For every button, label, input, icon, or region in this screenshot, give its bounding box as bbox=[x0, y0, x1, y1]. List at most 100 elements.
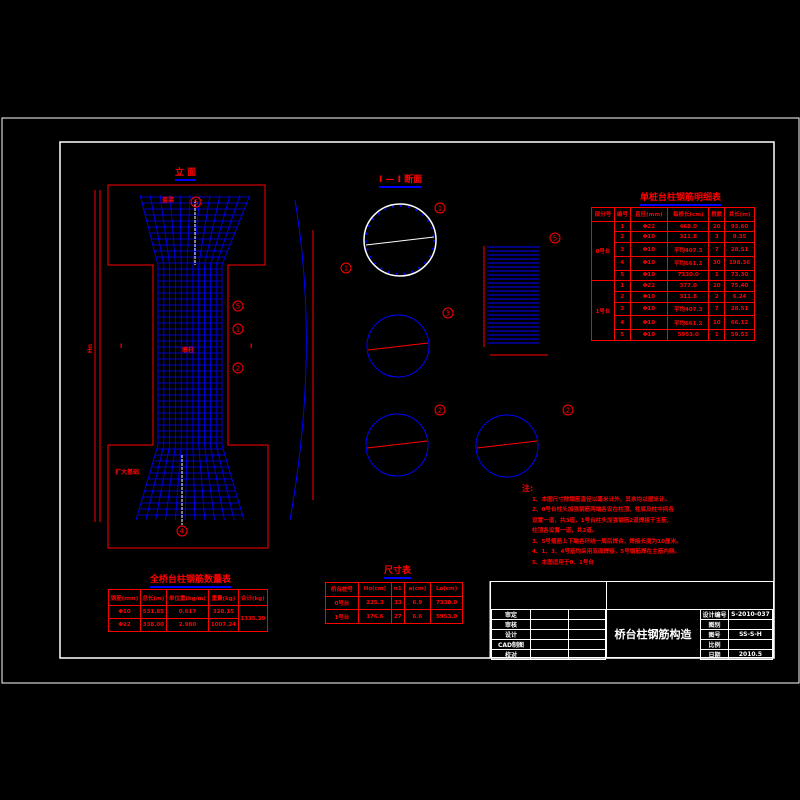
rebar-line bbox=[209, 444, 225, 521]
table-cell: 225.3 bbox=[357, 595, 393, 611]
table-cell: Φ10 bbox=[629, 255, 669, 271]
diameter-line bbox=[367, 342, 429, 351]
table-cell: 328.15 bbox=[208, 605, 239, 620]
table-cell: 311.8 bbox=[667, 231, 710, 244]
table-cell: 468.0 bbox=[667, 220, 710, 233]
size-table-title: 尺寸表 bbox=[384, 563, 412, 579]
side-profile-line bbox=[289, 199, 307, 521]
table-cell: 1 bbox=[613, 280, 631, 292]
table-cell: CAD制图 bbox=[491, 639, 531, 650]
table-cell: 531.85 bbox=[140, 605, 167, 620]
table-cell: 审核 bbox=[491, 619, 531, 630]
callout-bubble: 4 bbox=[176, 525, 188, 537]
rebar-line bbox=[215, 194, 241, 266]
callout-bubble: 2 bbox=[562, 404, 574, 416]
rebar-line bbox=[215, 444, 235, 521]
drawing-title: 桥台柱钢筋构造 bbox=[614, 627, 692, 641]
table-cell: 单位重(kg/m) bbox=[165, 588, 210, 607]
table-cell: 平均661.2 bbox=[667, 255, 710, 271]
table-cell: 1335.39 bbox=[237, 605, 269, 632]
svg-text:3: 3 bbox=[446, 310, 450, 318]
table-row: 钢筋(mm)总长(m)单位重(kg/m)重量(kg)合计(kg) bbox=[107, 588, 269, 607]
table-cell: 3 bbox=[708, 231, 726, 244]
table-cell: 每根长(cm) bbox=[667, 207, 710, 222]
table-cell: 66.12 bbox=[724, 315, 755, 331]
note-item: 柱顶各设置一道，共2道。 bbox=[532, 528, 598, 534]
table-cell: 桥台桩号 bbox=[325, 582, 359, 597]
diameter-line bbox=[365, 236, 435, 246]
table-cell: 平均661.2 bbox=[667, 315, 710, 331]
rebar-line bbox=[204, 444, 215, 521]
notes: 注: 1、本图尺寸除钢筋直径以毫米计外，其余均以厘米计。2、0号台柱头加强钢筋两… bbox=[522, 484, 682, 568]
section-title: I — I 断面 bbox=[379, 172, 423, 188]
table-cell: 59.53 bbox=[724, 329, 755, 341]
table-cell: 1号台 bbox=[591, 280, 615, 341]
callout-bubble: 1 bbox=[340, 262, 352, 274]
table-cell: 编号 bbox=[613, 207, 631, 222]
table-cell bbox=[567, 619, 606, 630]
table-cell: 0号台 bbox=[325, 595, 359, 611]
rebar-line bbox=[192, 444, 196, 521]
table-cell: 28.51 bbox=[724, 301, 755, 317]
table-cell: 1007.24 bbox=[208, 618, 239, 632]
table-cell: 图号 bbox=[700, 629, 729, 640]
table-cell: 2 bbox=[613, 231, 631, 244]
cap-label: 盖梁 bbox=[162, 197, 175, 204]
svg-text:1: 1 bbox=[438, 205, 442, 213]
table-row: 图别 bbox=[700, 619, 774, 630]
table-cell: Φ10 bbox=[629, 315, 669, 331]
spiral-bar-detail bbox=[487, 246, 540, 344]
table-cell: 4 bbox=[613, 255, 631, 271]
table-cell: 7330.0 bbox=[430, 595, 463, 611]
table-cell: 6.6 bbox=[403, 609, 432, 624]
table-cell: 1号台 bbox=[325, 609, 359, 624]
svg-text:5: 5 bbox=[236, 303, 240, 311]
table-cell: 311.8 bbox=[667, 291, 710, 303]
rebar-line bbox=[221, 444, 245, 521]
table-cell: 共长(m) bbox=[724, 207, 755, 222]
table-cell: Φ10 bbox=[629, 269, 669, 282]
callout-bubble: 1 bbox=[434, 202, 446, 214]
rebar-line bbox=[198, 444, 206, 521]
note-item: 5、本图适用于0、1号台 bbox=[532, 559, 595, 566]
table-cell: Ho(cm) bbox=[357, 582, 393, 597]
table-cell: Φ10 bbox=[107, 605, 142, 620]
rebar-line bbox=[198, 194, 211, 266]
table-cell: 75.40 bbox=[724, 280, 755, 292]
section-mark-right: I bbox=[250, 343, 253, 350]
table-cell: Φ10 bbox=[629, 231, 669, 244]
svg-text:5: 5 bbox=[194, 199, 198, 207]
table-cell: 20 bbox=[708, 280, 726, 292]
table-cell: 33 bbox=[391, 595, 405, 611]
callout-bubble: 2 bbox=[434, 404, 446, 416]
table-row: 审核 bbox=[491, 619, 606, 630]
table-cell: 5 bbox=[613, 269, 631, 282]
table-cell: 设计 bbox=[491, 629, 531, 640]
table-cell: 比例 bbox=[700, 639, 729, 650]
table-cell: 28.51 bbox=[724, 242, 755, 257]
table-cell bbox=[567, 629, 606, 640]
svg-text:1: 1 bbox=[236, 326, 240, 334]
table-cell: 合计(kg) bbox=[237, 588, 269, 607]
table-cell: 0号台 bbox=[591, 220, 615, 282]
table-cell: 校对 bbox=[491, 649, 531, 660]
rebar-line bbox=[139, 194, 159, 266]
main-bars bbox=[365, 205, 435, 275]
note-item: 3、5号箍筋上下端各环绕一周后焊合，焊接长度为10厘米。 bbox=[532, 538, 682, 545]
table-cell: 20 bbox=[708, 220, 726, 233]
rebar-line bbox=[184, 444, 188, 521]
table-cell: 平均407.3 bbox=[667, 301, 710, 317]
